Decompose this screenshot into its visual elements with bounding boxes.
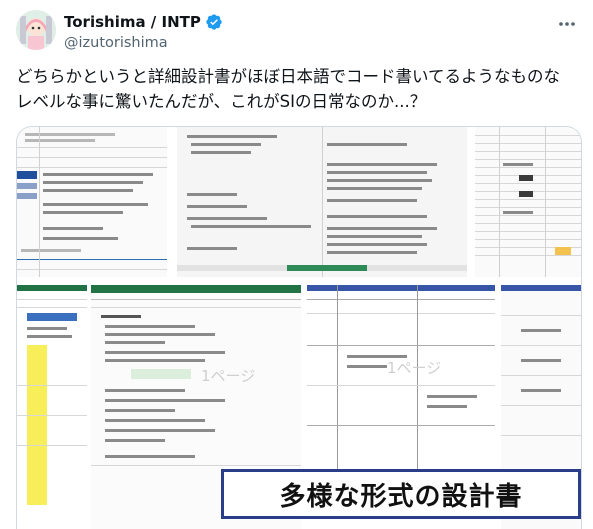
spreadsheet-screenshot-2 [475, 127, 581, 277]
avatar[interactable] [16, 10, 56, 50]
tweet-media[interactable]: 1ページ 1ページ 多様な形式の設計書 [16, 126, 582, 529]
more-dots-icon[interactable] [557, 14, 577, 34]
document-screenshot-2: 1ページ [307, 285, 495, 469]
spreadsheet-screenshot-4: 1ページ [91, 285, 301, 529]
spreadsheet-screenshot-1 [17, 127, 167, 277]
tweet-text-line-2: レベルな事に驚いたんだが、これがSIの日常なのか...？ [16, 92, 427, 111]
media-caption: 多様な形式の設計書 [221, 469, 581, 519]
tweet-text-line-1: どちらかというと詳細設計書がほぼ日本語でコード書いてるようなものな [16, 67, 561, 86]
author-names: Torishima / INTP @izutorishima [64, 12, 223, 53]
verified-badge-icon [205, 13, 223, 31]
watermark-page-2: 1ページ [387, 359, 442, 377]
document-screenshot-1 [177, 127, 467, 277]
tweet-text: どちらかというと詳細設計書がほぼ日本語でコード書いてるようなものな レベルな事に… [16, 64, 577, 114]
spreadsheet-screenshot-3 [17, 285, 87, 529]
avatar-illustration-icon [16, 10, 56, 50]
display-name-text[interactable]: Torishima / INTP [64, 13, 201, 31]
author-handle[interactable]: @izutorishima [64, 35, 168, 51]
watermark-page-1: 1ページ [201, 367, 256, 385]
tweet-header: Torishima / INTP @izutorishima [16, 8, 577, 56]
author-display-name[interactable]: Torishima / INTP [64, 12, 223, 32]
